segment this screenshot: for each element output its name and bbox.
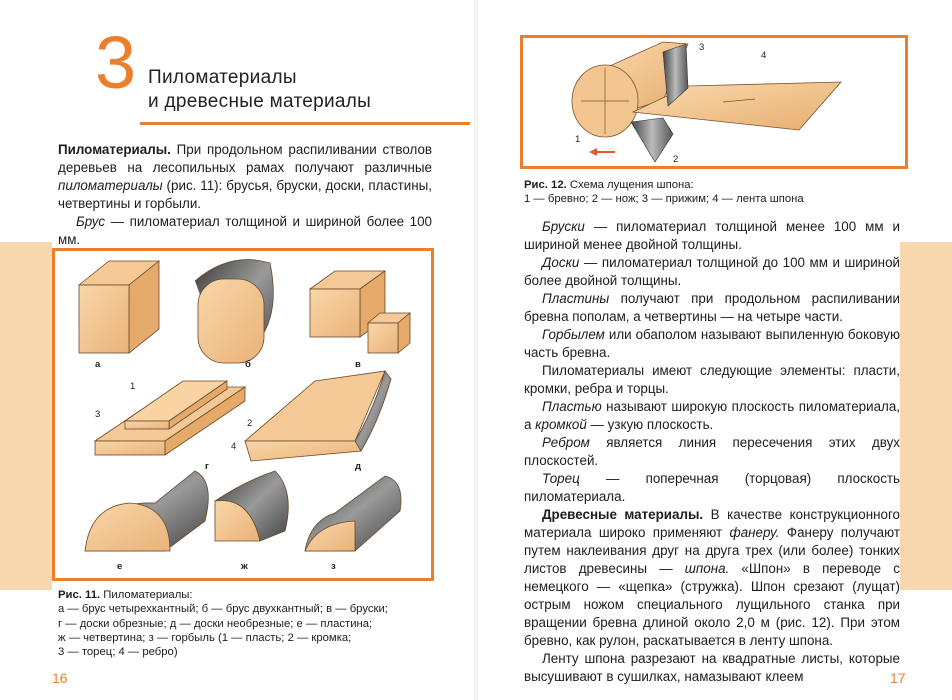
right-text: Бруски — пиломатериал толщиной менее 100… xyxy=(524,218,900,686)
term-italic: фанеру. xyxy=(729,525,780,540)
paragraph-plast: Пластью называют широкую плоскость пилом… xyxy=(524,398,900,434)
paragraph-bruski: Бруски — пиломатериал толщиной менее 100… xyxy=(524,218,900,254)
text-span: В качестве конструкционного материала ши… xyxy=(524,507,900,540)
label-knife: 2 xyxy=(673,154,678,165)
label-z: з xyxy=(331,561,336,572)
figure-12-box: 1 2 3 4 xyxy=(520,35,908,169)
label-b: б xyxy=(245,359,251,370)
chapter-title: Пиломатериалы и древесные материалы xyxy=(148,66,371,114)
intro-text: Пиломатериалы. При продольном распиливан… xyxy=(58,141,432,249)
chapter-title-line2: и древесные материалы xyxy=(148,91,372,112)
text-span: — узкую плоскость. xyxy=(586,417,714,432)
label-4: 4 xyxy=(231,441,236,452)
label-e: е xyxy=(117,561,122,572)
paragraph-lumber: Пиломатериалы. При продольном распиливан… xyxy=(58,141,432,213)
label-log: 1 xyxy=(575,134,580,145)
caption-title-rest: Пиломатериалы: xyxy=(100,589,193,601)
text-span: (рис. 11): брусья, бруски, доски, пласти… xyxy=(58,178,432,211)
paragraph-rebro: Ребром является линия пересечения этих д… xyxy=(524,434,900,470)
book-gutter xyxy=(474,0,478,700)
label-3: 3 xyxy=(95,409,100,420)
caption-line: г — доски обрезные; д — доски необрезные… xyxy=(58,617,373,630)
figure-11-box: а б в г д е ж з 1 2 3 4 xyxy=(52,248,434,581)
text-span: Фанеру получают путем наклеивания друг н… xyxy=(524,525,900,576)
text-span: — пиломатериал толщиной менее 100 мм и ш… xyxy=(524,219,900,252)
text-span: является линия пересечения этих двух пло… xyxy=(524,435,900,468)
term-bold: Древесные материалы. xyxy=(542,507,704,522)
term-italic: Торец xyxy=(542,471,580,486)
label-a: а xyxy=(95,359,101,370)
label-2: 2 xyxy=(247,418,252,429)
text-span: «Шпон» в переводе с немецкого — «щепка» … xyxy=(524,561,901,648)
term-italic: Пластины xyxy=(542,291,610,306)
figure-11-caption: Рис. 11. Пиломатериалы: а — брус четырех… xyxy=(58,588,438,659)
paragraph-brus: Брус — пиломатериал толщиной и шириной б… xyxy=(58,213,432,249)
term-italic: кромкой xyxy=(535,417,587,432)
term-italic: Пластью xyxy=(542,399,602,414)
paragraph-elements: Пиломатериалы имеют следующие элементы: … xyxy=(524,363,900,396)
figure-11-illustration: а б в г д е ж з 1 2 3 4 xyxy=(77,259,412,572)
label-v: в xyxy=(355,359,361,370)
right-margin-band xyxy=(900,242,952,590)
term-italic: Доски xyxy=(542,255,580,270)
page-number-right: 17 xyxy=(890,670,906,686)
caption-line: а — брус четырехкантный; б — брус двухка… xyxy=(58,603,388,616)
figure-11-labels: а б в г д е ж з 1 2 3 4 xyxy=(95,359,361,572)
text-span: — поперечная (торцовая) плоскость пилома… xyxy=(524,471,900,504)
label-zh: ж xyxy=(240,561,248,572)
caption-title: Рис. 12. xyxy=(524,179,567,191)
text-span: — пиломатериал толщиной и шириной более … xyxy=(58,214,432,247)
chapter-number: 3 xyxy=(95,21,137,104)
caption-title-line: Рис. 12. Схема лущения шпона: xyxy=(524,178,904,192)
text-span: называют широкую плоскость пиломатериала… xyxy=(524,399,900,432)
figure-12-illustration: 1 2 3 4 xyxy=(571,41,842,165)
caption-line: 3 — торец; 4 — ребро) xyxy=(58,646,178,659)
paragraph-last: Ленту шпона разрезают на квадратные лист… xyxy=(524,651,900,684)
term-italic: шпона. xyxy=(684,561,730,576)
label-d: д xyxy=(355,461,361,472)
paragraph-doski: Доски — пиломатериал толщиной до 100 мм … xyxy=(524,254,900,290)
figure-12-labels: 1 2 3 4 xyxy=(575,42,766,165)
figure-12-caption: Рис. 12. Схема лущения шпона: 1 — бревно… xyxy=(524,178,904,207)
term-italic: Горбылем xyxy=(542,327,605,342)
term-italic: Ребром xyxy=(542,435,590,450)
label-1: 1 xyxy=(130,381,135,392)
caption-line: 1 — бревно; 2 — нож; 3 — прижим; 4 — лен… xyxy=(524,193,804,206)
paragraph-plastiny: Пластины получают при продольном распили… xyxy=(524,290,900,326)
term-italic: пиломатериалы xyxy=(58,178,163,193)
chapter-title-line1: Пиломатериалы xyxy=(148,67,297,88)
paragraph-wood-materials: Древесные материалы. В качестве конструк… xyxy=(524,506,900,650)
caption-title-rest: Схема лущения шпона: xyxy=(566,179,694,191)
text-span: При продольном распиливании стволов дере… xyxy=(58,142,432,175)
text-span: или обаполом называют выпиленную боковую… xyxy=(524,327,900,360)
term-italic: Брус xyxy=(76,214,106,229)
chapter-rule xyxy=(140,122,470,125)
paragraph-gorbyl: Горбылем или обаполом называют выпиленну… xyxy=(524,326,900,362)
label-g: г xyxy=(205,461,209,472)
label-presser: 3 xyxy=(699,42,704,53)
left-margin-band xyxy=(0,242,52,590)
caption-line: ж — четвертина; з — горбыль (1 — пласть;… xyxy=(58,631,352,644)
label-veneer-strip: 4 xyxy=(761,50,766,61)
paragraph-torec: Торец — поперечная (торцовая) плоскость … xyxy=(524,470,900,506)
text-span: получают при продольном распиливании бре… xyxy=(524,291,900,324)
caption-title: Рис. 11. xyxy=(58,589,101,601)
text-span: — пиломатериал толщиной до 100 мм и шири… xyxy=(524,255,900,288)
term-lumber: Пиломатериалы. xyxy=(58,142,171,157)
page-number-left: 16 xyxy=(52,670,68,686)
caption-title-line: Рис. 11. Пиломатериалы: xyxy=(58,588,438,602)
term-italic: Бруски xyxy=(542,219,585,234)
